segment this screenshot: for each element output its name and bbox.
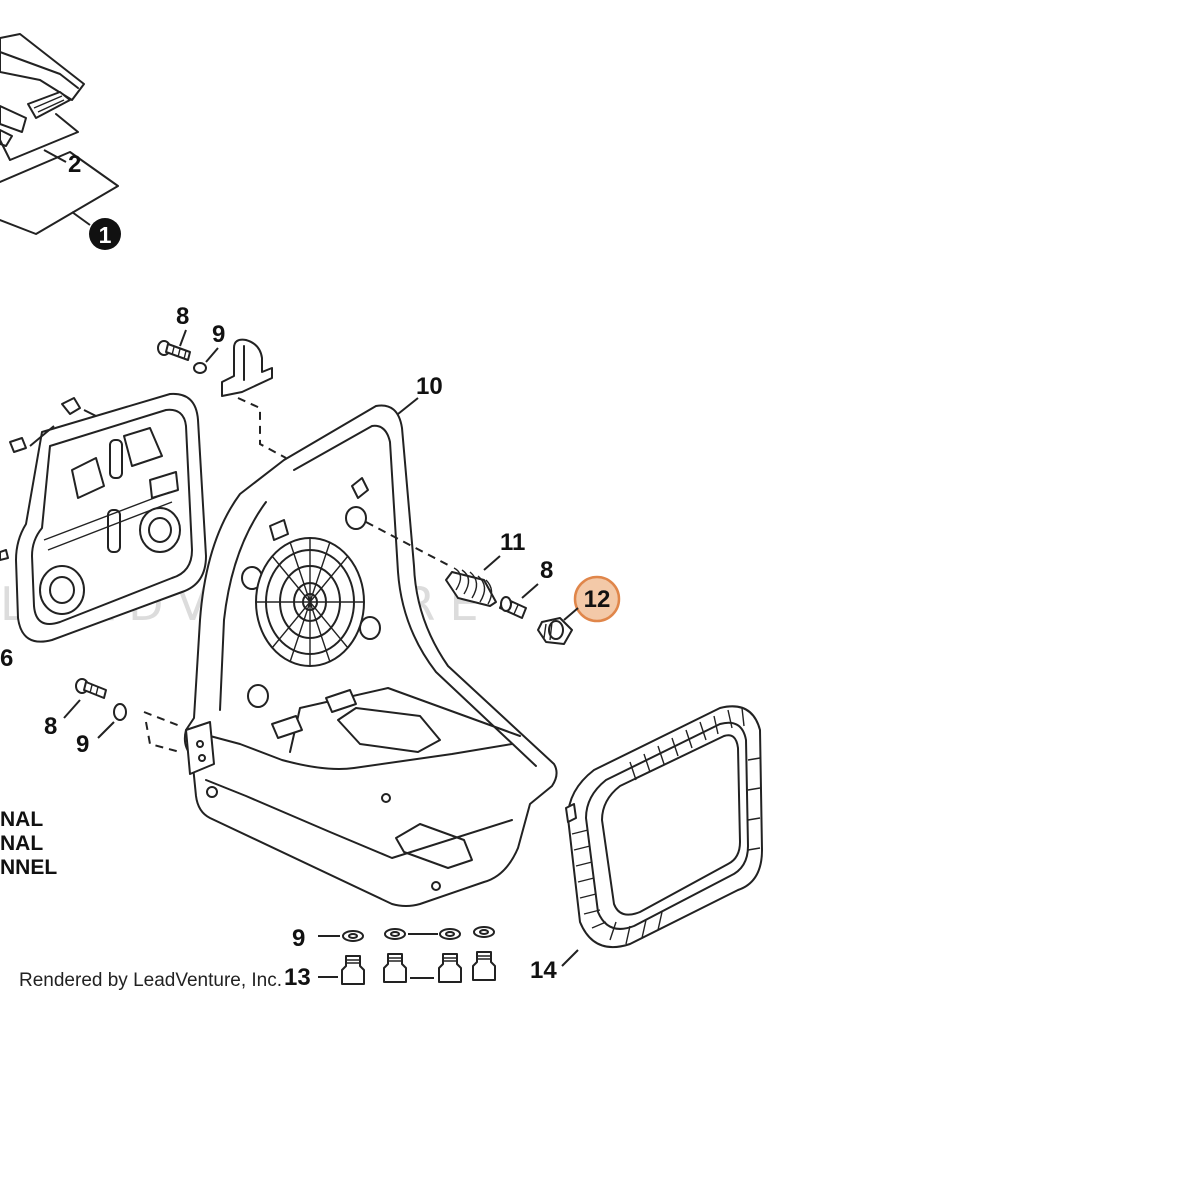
- callout-12: 12: [584, 586, 611, 613]
- side-text-1: NAL: [0, 808, 43, 831]
- back-pad: [15, 392, 207, 643]
- back-plate: [183, 404, 558, 907]
- washer-top: [193, 362, 207, 374]
- strap-assembly: [0, 33, 119, 235]
- callout-8-mid: 8: [540, 557, 553, 584]
- washer-lower: [113, 703, 127, 721]
- screw-mid: [499, 596, 527, 619]
- callout-9-lower: 9: [76, 731, 89, 758]
- callout-2: 2: [68, 151, 81, 178]
- bottom-washers: [342, 926, 495, 942]
- pad-clips: [0, 397, 81, 561]
- side-text-3: NNEL: [0, 856, 57, 879]
- nut: [537, 617, 573, 645]
- spring: [445, 567, 497, 607]
- callout-14: 14: [530, 957, 557, 984]
- callout-1: 1: [99, 222, 112, 248]
- frame: [565, 705, 763, 949]
- bracket: [221, 338, 273, 397]
- callout-9-bottom: 9: [292, 925, 305, 952]
- callout-8-top: 8: [176, 303, 189, 330]
- credit-text: Rendered by LeadVenture, Inc.: [19, 970, 282, 991]
- screw-top: [157, 340, 191, 361]
- callout-13: 13: [284, 964, 311, 991]
- bottom-screws: [341, 951, 496, 985]
- callout-1-badge: 1: [89, 218, 121, 250]
- screw-lower: [75, 678, 107, 699]
- callout-6: 6: [0, 645, 13, 672]
- side-text-2: NAL: [0, 832, 43, 855]
- callout-9-top: 9: [212, 321, 225, 348]
- fan-grille: [255, 537, 365, 667]
- callout-12-highlight: 12: [573, 575, 621, 623]
- callout-11: 11: [500, 529, 525, 556]
- callout-8-lower: 8: [44, 713, 57, 740]
- callout-10: 10: [416, 373, 443, 400]
